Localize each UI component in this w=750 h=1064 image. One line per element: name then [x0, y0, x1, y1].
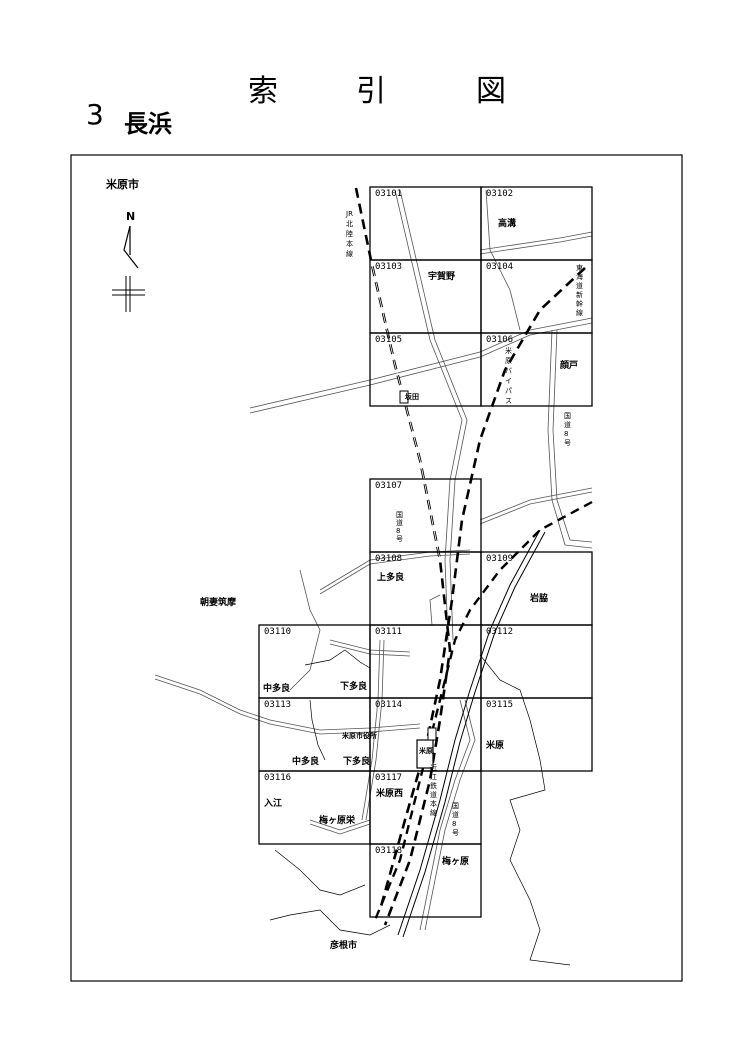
vertical-label-char: 国	[396, 511, 403, 519]
title-char-1: 索	[248, 74, 278, 109]
cell-code[interactable]: 03105	[375, 335, 402, 345]
cell-code[interactable]: 03107	[375, 481, 402, 491]
cell-code[interactable]: 03101	[375, 189, 402, 199]
ohmi-railway	[397, 529, 546, 938]
place-label: 彦根市	[330, 939, 357, 951]
grid-codes: 03101 03102 03103 03104 03105 03106 0310…	[264, 189, 513, 856]
cell-code[interactable]: 03104	[486, 262, 513, 272]
place-label: 下多良	[343, 755, 370, 767]
crossing-symbol-icon	[112, 276, 145, 312]
map-frame	[70, 154, 683, 982]
vertical-label-char: 8	[396, 527, 400, 535]
cell-code[interactable]: 03118	[375, 846, 402, 856]
cell-code[interactable]: 03112	[486, 627, 513, 637]
vertical-label-char: 北	[346, 220, 353, 228]
place-label: 梅ヶ原栄	[319, 814, 356, 826]
place-label: 梅ヶ原	[442, 855, 469, 867]
vertical-label-char: 鉄	[430, 781, 437, 790]
vertical-label-char: 原	[505, 357, 512, 365]
vertical-label-char: 東	[576, 263, 583, 272]
place-label: 宇賀野	[428, 270, 455, 282]
cell-code[interactable]: 03103	[375, 262, 402, 272]
cell-code[interactable]: 03115	[486, 700, 513, 710]
place-label: 高溝	[498, 217, 516, 229]
jr-hokuriku-inner	[371, 264, 441, 561]
vertical-label-char: 道	[430, 790, 437, 799]
place-label: 上多良	[377, 571, 404, 583]
station-annex	[427, 727, 437, 741]
tokaido-line	[373, 500, 593, 921]
vertical-label-char: 江	[430, 773, 437, 781]
index-grid	[258, 186, 593, 918]
cell-code[interactable]: 03111	[375, 627, 402, 637]
vertical-label-char: 道	[564, 420, 571, 429]
place-label: 米原西	[375, 787, 403, 799]
vertical-label-char: ス	[505, 397, 512, 405]
vertical-label-char: 本	[430, 799, 437, 808]
vertical-label-char: イ	[505, 377, 512, 385]
station-label: 米原	[418, 746, 433, 755]
cell-code[interactable]: 03116	[264, 773, 291, 783]
vertical-label-char: 号	[396, 535, 403, 543]
section-number: 3	[86, 98, 104, 131]
vertical-label-char: 陸	[346, 229, 353, 238]
title-char-2: 引	[356, 74, 386, 109]
vertical-label-char: 線	[430, 808, 437, 817]
section-name: 長浜	[124, 110, 172, 138]
vertical-label-char: 線	[346, 249, 353, 258]
cell-code[interactable]: 03106	[486, 335, 513, 345]
cell-code[interactable]: 03110	[264, 627, 291, 637]
vertical-label-char: 米	[505, 346, 512, 355]
maibara-station	[416, 739, 434, 769]
place-label: 入江	[263, 797, 282, 809]
place-label: 朝妻筑摩	[200, 596, 236, 608]
north-arrow-icon: N	[123, 210, 139, 269]
cell-code[interactable]: 03113	[264, 700, 291, 710]
place-label: 坂田	[405, 392, 419, 401]
cell-code[interactable]: 03108	[375, 554, 402, 564]
north-label: N	[126, 210, 135, 223]
place-label: 中多良	[263, 682, 290, 694]
vertical-label-char: 国	[564, 412, 571, 420]
vertical-label-char: 道	[396, 518, 403, 527]
vertical-label-char: 道	[576, 281, 583, 290]
place-labels: 高溝 宇賀野 坂田 顔戸 上多良 岩脇 朝妻筑摩 中多良 下多良 米原市役所 中…	[200, 217, 578, 951]
place-label: 下多良	[340, 680, 367, 692]
place-label: 岩脇	[529, 592, 548, 604]
sakata-station	[399, 390, 409, 404]
vertical-label-char: 新	[576, 290, 583, 299]
vertical-label-char: 8	[452, 820, 456, 828]
place-label: 顔戸	[559, 359, 578, 371]
boundaries	[269, 649, 571, 966]
vertical-label-char: パ	[505, 387, 512, 395]
vertical-label-char: 号	[452, 829, 459, 837]
vertical-label-char: 線	[576, 308, 583, 317]
vertical-label-char: JR	[345, 210, 353, 218]
vertical-label-char: 道	[452, 810, 459, 819]
title-char-3: 図	[476, 74, 506, 109]
vertical-label-char: 本	[346, 239, 353, 248]
vertical-label-char: 8	[564, 430, 568, 438]
place-label: 中多良	[292, 755, 319, 767]
cell-code[interactable]: 03109	[486, 554, 513, 564]
place-label: 米原市役所	[341, 731, 377, 740]
roads	[154, 189, 593, 931]
cell-code[interactable]: 03114	[375, 700, 402, 710]
cell-code[interactable]: 03102	[486, 189, 513, 199]
vertical-label-char: 国	[452, 802, 459, 810]
vertical-label-char: バ	[505, 367, 512, 375]
place-label: 米原	[485, 739, 504, 751]
city-label: 米原市	[105, 177, 139, 191]
cell-code[interactable]: 03117	[375, 773, 402, 783]
vertical-label-char: 海	[576, 272, 583, 281]
vertical-label-char: 近	[430, 763, 437, 772]
shinkansen-line	[378, 267, 586, 911]
vertical-label-char: 号	[564, 439, 571, 447]
vertical-label-char: 幹	[576, 299, 583, 308]
